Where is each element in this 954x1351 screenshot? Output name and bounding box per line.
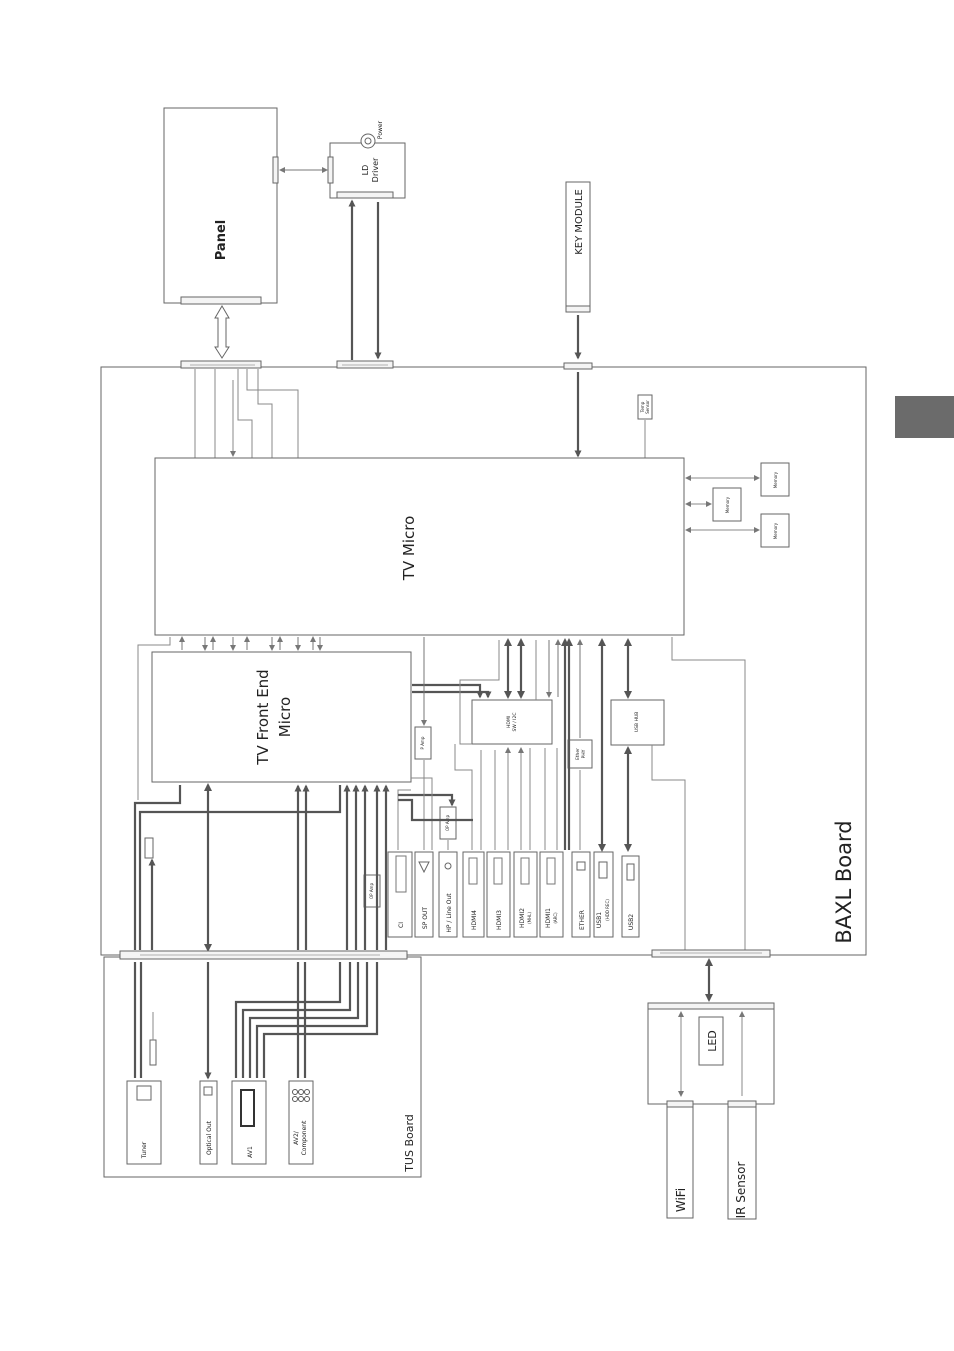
key-module-label: KEY MODULE	[574, 189, 585, 255]
page-tab-marker	[895, 396, 954, 438]
tv-micro-block	[154, 457, 685, 636]
key-module-block	[565, 181, 591, 313]
ether-label: ETHER	[579, 910, 586, 930]
ir-sensor-block: IR Sensor	[727, 1100, 757, 1220]
io-ci: CI	[387, 851, 413, 938]
ld-driver-block	[329, 142, 406, 199]
io-hdmi2: HDMI2 (MHL)	[513, 851, 538, 938]
ld-driver-side-connector	[327, 156, 334, 184]
svg-text:HDMI: HDMI	[506, 716, 512, 728]
baxl-panel-connector	[180, 360, 262, 369]
hdmi2-label: HDMI2	[519, 908, 526, 928]
tus-board-label: TUS Board	[403, 1114, 416, 1173]
hdmi-switch-block	[471, 699, 553, 745]
io-hdmi3: HDMI3	[486, 851, 511, 938]
temp-sensor-label-2: Sensor	[645, 400, 650, 414]
av2-component-block: AV2/ Component	[288, 1080, 314, 1165]
panel-side-connector	[272, 156, 279, 184]
led-block	[698, 1016, 724, 1066]
ld-driver-connector	[336, 191, 394, 199]
panel-block	[163, 107, 278, 304]
baxl-key-connector	[563, 362, 593, 370]
usb2-label: USB2	[628, 914, 635, 930]
op-amp-block-1	[439, 806, 457, 840]
baxl-led-connector	[651, 949, 771, 958]
svg-text:Memory: Memory	[725, 496, 730, 513]
ir-sensor-label: IR Sensor	[734, 1162, 748, 1219]
temp-sensor-block	[637, 394, 653, 420]
tv-front-end-micro-block	[151, 651, 412, 783]
memory-block-2	[712, 487, 742, 522]
sp-out-label: SP OUT	[422, 907, 429, 929]
panel-connector	[180, 296, 262, 305]
svg-text:SW / I2C: SW / I2C	[512, 712, 518, 731]
hdmi3-label: HDMI3	[496, 910, 503, 930]
led-label: LED	[706, 1030, 719, 1052]
memory-block-1	[760, 462, 790, 497]
panel-label: Panel	[214, 220, 229, 260]
svg-text:OP Amp: OP Amp	[369, 883, 374, 899]
io-hp-line-out: HP / Line Out	[438, 851, 458, 938]
power-icon	[360, 133, 376, 149]
memory-block-3	[760, 513, 790, 548]
hdmi4-label: HDMI4	[471, 910, 478, 930]
power-label: Power	[377, 120, 384, 139]
tuner-block: Tuner	[126, 1080, 162, 1165]
p-amp-block	[414, 726, 432, 760]
ci-label: CI	[398, 922, 405, 928]
svg-text:USB HUB: USB HUB	[634, 712, 640, 732]
av2-label-1: AV2/	[293, 1130, 300, 1145]
tv-front-end-label-1: TV Front End	[254, 669, 272, 765]
optical-out-label: Optical Out	[206, 1120, 213, 1155]
svg-text:PHY: PHY	[581, 749, 587, 758]
ld-driver-label-2: Driver	[371, 157, 380, 182]
svg-text:Memory: Memory	[773, 471, 778, 488]
av1-label: AV1	[247, 1146, 254, 1158]
hdmi1-sub-label: (ARC)	[553, 912, 558, 924]
panel-bus-arrow	[214, 305, 230, 359]
temp-sensor-label-1: Temp	[640, 401, 645, 413]
io-usb2: USB2	[621, 855, 640, 938]
io-sp-out: SP OUT	[414, 851, 434, 938]
tuner-label: Tuner	[141, 1141, 148, 1159]
ether-phy-block	[567, 739, 593, 769]
usb1-label: USB1	[596, 912, 603, 928]
hdmi2-sub-label: (MHL)	[527, 912, 532, 924]
svg-text:OP Amp: OP Amp	[445, 815, 450, 831]
baxl-ld-connector	[336, 360, 394, 369]
tv-front-end-label-2: Micro	[276, 697, 294, 737]
io-ether: ETHER	[571, 851, 591, 938]
wifi-block: WiFi	[666, 1100, 694, 1219]
hdmi1-label: HDMI1	[545, 908, 552, 928]
baxl-board-label: BAXL Board	[832, 820, 856, 943]
usb-hub-block	[610, 699, 665, 746]
tv-micro-label: TV Micro	[400, 516, 418, 582]
svg-text:Ether: Ether	[575, 748, 581, 760]
svg-text:P Amp: P Amp	[420, 736, 425, 749]
av2-label-2: Component	[301, 1120, 308, 1155]
io-hdmi4: HDMI4	[462, 851, 485, 938]
av1-block: AV1	[231, 1080, 267, 1165]
optical-out-block: Optical Out	[199, 1080, 218, 1165]
io-usb1: USB1 (HDD REC)	[593, 851, 614, 938]
svg-text:Memory: Memory	[773, 522, 778, 539]
usb1-sub-label: (HDD REC)	[605, 899, 610, 921]
io-hdmi1: HDMI1 (ARC)	[539, 851, 564, 938]
hp-line-out-label: HP / Line Out	[446, 893, 453, 933]
ld-driver-label-1: LD	[361, 165, 370, 176]
wifi-label: WiFi	[674, 1188, 688, 1212]
